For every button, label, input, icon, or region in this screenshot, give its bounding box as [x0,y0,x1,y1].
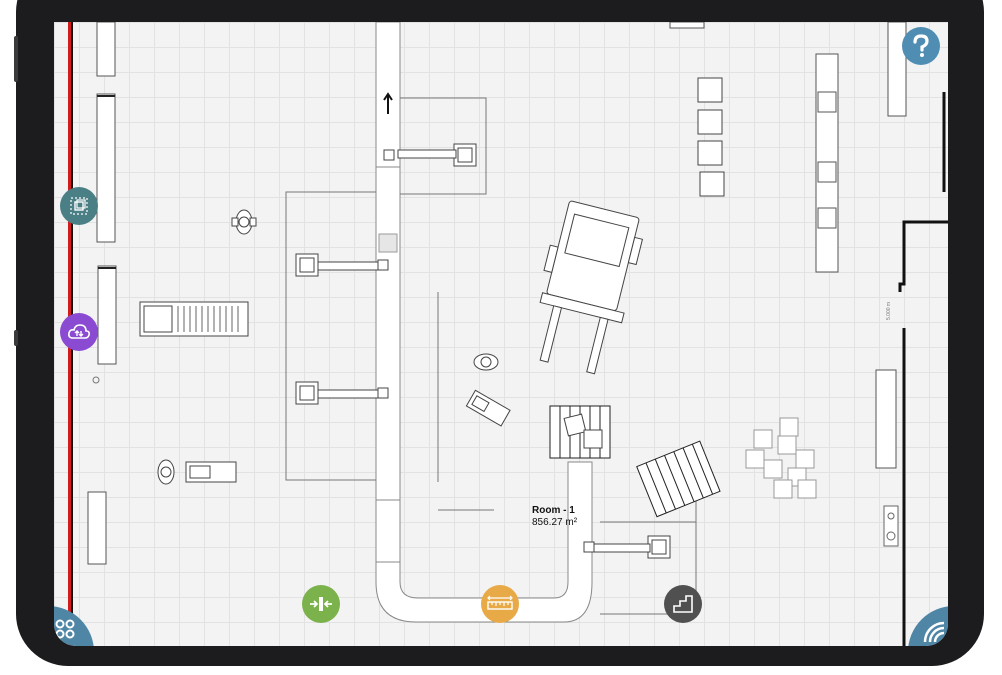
control-panel [883,505,899,547]
wifi-icon [923,621,945,643]
layers-button[interactable] [60,187,98,225]
safety-fences [285,97,697,615]
layers-icon [70,197,88,215]
room-name: Room - 1 [532,505,575,516]
fit-width-button[interactable] [302,585,340,623]
floor-plan-drawing[interactable]: 5.000 m [54,22,948,646]
right-racks [815,22,907,469]
help-button[interactable] [902,27,940,65]
left-racks [87,22,117,565]
workers [157,209,499,485]
stairs-icon [673,595,693,613]
conveyor-box [378,233,398,253]
cloud-sync-button[interactable] [60,313,98,351]
measure-button[interactable] [481,585,519,623]
ruler-icon [487,595,513,610]
top-rack [669,22,705,29]
fit-width-icon [310,597,332,611]
side-button [14,330,18,346]
roller-conveyor [139,301,249,337]
help-icon [913,34,929,57]
stairs-button[interactable] [664,585,702,623]
grid-menu-icon [55,619,75,639]
cloud-sync-icon [68,324,90,339]
forklift [539,200,644,375]
flow-arrow-icon [383,92,393,114]
right-wall [898,92,948,646]
storage-bins [697,77,725,197]
floor-plan-canvas[interactable]: 5.000 m [54,22,948,646]
room-label[interactable]: Room - 1 856.27 m² [532,505,577,529]
small-cart [465,389,511,427]
volume-button [14,36,18,82]
box-cluster [745,417,817,499]
room-area: 856.27 m² [532,517,578,528]
pallets [549,405,721,518]
dimension-label: 5.000 m [886,302,892,320]
conveyor-belt [375,22,593,623]
floor-marker [92,376,100,384]
robot-arms [295,143,671,559]
